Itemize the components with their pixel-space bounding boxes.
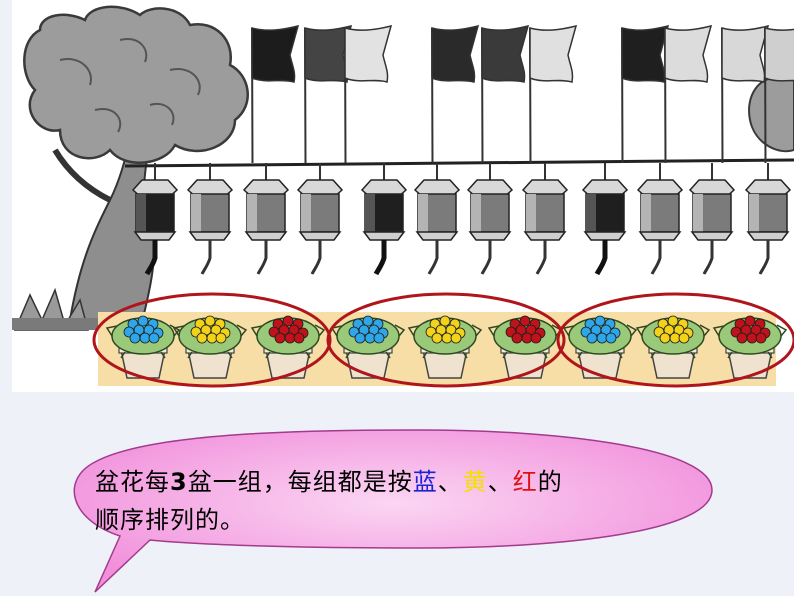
flag	[764, 27, 794, 164]
flag	[721, 24, 770, 164]
caption-sep2: 、	[487, 468, 513, 496]
lantern	[581, 163, 629, 276]
flower-pot	[105, 315, 181, 379]
flower-pot	[330, 315, 406, 379]
lantern	[688, 163, 736, 275]
group-ring	[326, 292, 566, 388]
caption-blue-word: 蓝	[412, 468, 438, 496]
speech-bubble	[73, 429, 713, 593]
flag	[529, 24, 578, 164]
caption-text: 盆花每3盆一组，每组都是按蓝、黄、红的顺序排列的。	[95, 463, 695, 539]
caption-line2: 顺序排列的。	[95, 506, 245, 534]
lantern	[296, 163, 344, 275]
lantern	[242, 163, 290, 275]
lanterns-row	[131, 163, 792, 276]
flower-pot	[487, 315, 563, 379]
lantern	[413, 163, 461, 275]
flags-row	[251, 24, 794, 164]
lantern	[744, 163, 792, 275]
caption-number: 3	[170, 468, 188, 496]
flower-pot	[172, 315, 248, 379]
flag	[431, 24, 480, 164]
flag	[481, 24, 530, 164]
flower-pot	[407, 315, 483, 379]
group-rings	[92, 292, 794, 388]
caption-part2: 盆一组，每组都是按	[187, 468, 413, 496]
group-ring	[556, 292, 794, 388]
flag	[251, 24, 300, 164]
group-ring	[92, 292, 332, 388]
lantern	[360, 163, 408, 276]
lantern	[521, 163, 569, 275]
flag	[621, 24, 670, 164]
caption-part1: 盆花每	[95, 468, 170, 496]
caption-sep1: 、	[437, 468, 463, 496]
flower-pot	[635, 315, 711, 379]
caption-part3: 的	[537, 468, 563, 496]
flower-pots-row	[105, 315, 788, 379]
lantern	[131, 163, 179, 276]
string-line	[124, 158, 794, 168]
shrub	[748, 76, 794, 153]
flag	[344, 24, 393, 164]
flag	[664, 24, 713, 164]
lantern	[636, 163, 684, 275]
caption-red-word: 红	[512, 468, 538, 496]
caption-yellow-word: 黄	[462, 468, 488, 496]
lantern	[186, 163, 234, 275]
lantern	[466, 163, 514, 275]
